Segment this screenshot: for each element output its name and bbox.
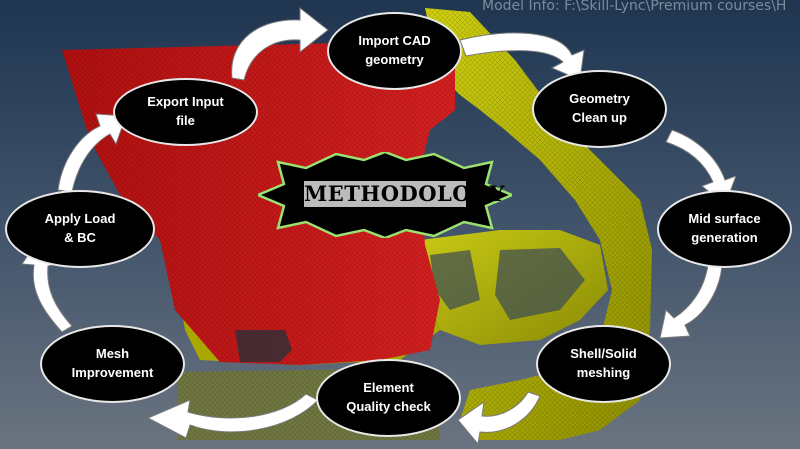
step-element-quality-check: Element Quality check xyxy=(316,359,461,437)
step-label: Element Quality check xyxy=(346,380,431,414)
arrow-export-to-import xyxy=(231,6,329,81)
step-label: Shell/Solid meshing xyxy=(570,346,637,380)
arrow-midsurface-to-meshing xyxy=(659,264,723,339)
arrow-quality-to-improvement xyxy=(146,393,319,439)
step-export-input-file: Export Input file xyxy=(113,78,258,146)
step-label: Geometry Clean up xyxy=(569,91,630,125)
step-label: Mesh Improvement xyxy=(71,346,154,380)
step-label: Apply Load & BC xyxy=(44,211,116,245)
step-label: Import CAD geometry xyxy=(358,33,431,67)
methodology-title: METHODOLOGY xyxy=(304,181,506,207)
step-mid-surface-generation: Mid surface generation xyxy=(657,190,792,268)
step-geometry-clean-up: Geometry Clean up xyxy=(532,70,667,148)
step-mesh-improvement: Mesh Improvement xyxy=(40,325,185,403)
arrow-meshing-to-quality xyxy=(457,391,541,446)
cycle-arrows xyxy=(21,6,737,446)
step-label: Export Input file xyxy=(147,94,224,128)
step-label: Mid surface generation xyxy=(688,211,761,245)
step-shell-solid-meshing: Shell/Solid meshing xyxy=(536,325,671,403)
step-apply-load-bc: Apply Load & BC xyxy=(5,190,155,268)
step-import-cad-geometry: Import CAD geometry xyxy=(327,12,462,90)
model-info-text: Model Info: F:\Skill-Lync\Premium course… xyxy=(482,0,787,14)
